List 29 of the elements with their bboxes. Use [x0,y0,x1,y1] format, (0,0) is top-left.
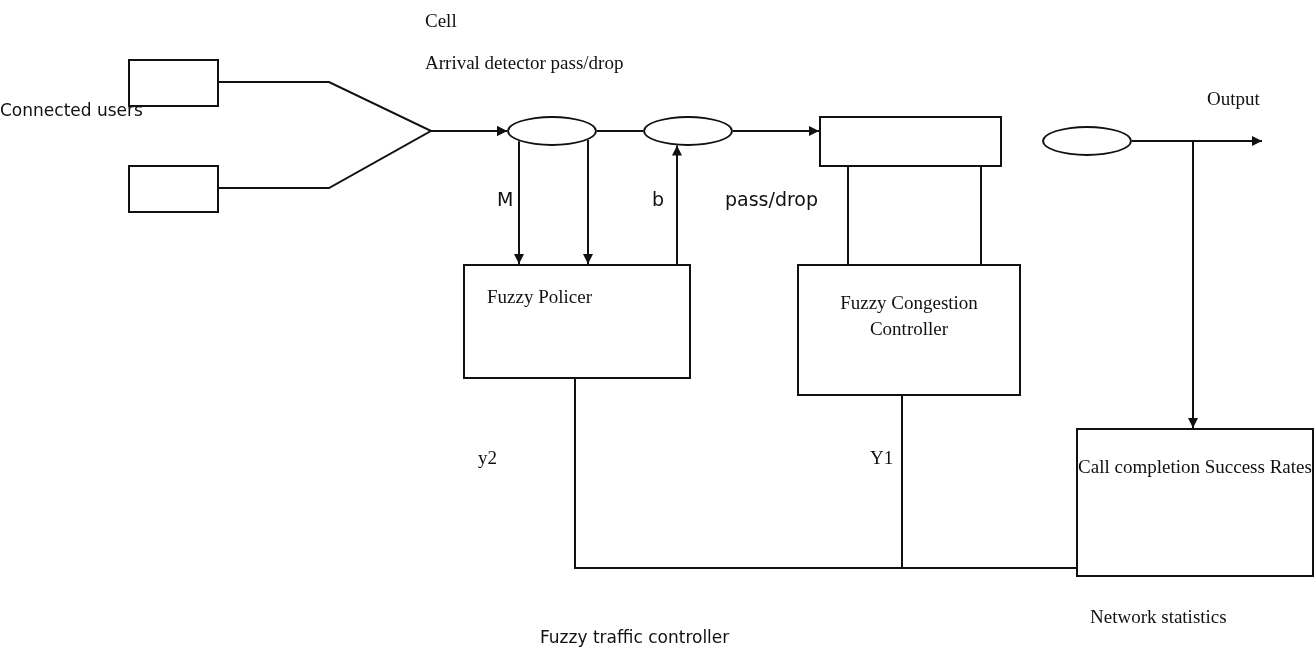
arrow [514,140,524,265]
node-label: Call completion Success Rates [1078,455,1312,479]
edge-label: Output [1207,87,1260,111]
connector-line [901,395,1077,569]
edge-label: Y1 [870,446,894,470]
edge-label: b [652,188,665,210]
user-box [128,165,219,213]
arrow [218,126,508,189]
edge-label: y2 [478,446,497,470]
caption: Arrival detector pass/drop [425,51,624,75]
user-box [128,59,219,107]
policer-box [463,264,691,379]
connector-line [847,166,849,265]
node-label: Fuzzy Policer [487,285,593,309]
queue-box [819,116,1002,167]
node-label: Fuzzy Congestion Controller [839,291,979,341]
connector-line [980,166,982,265]
edge-label: M [497,188,514,210]
arrow [732,126,820,136]
arrow [583,139,593,265]
caption: Fuzzy traffic controller [540,627,730,647]
congestion-controller-box [797,264,1021,396]
statistics-box [1076,428,1314,577]
signal-label: pass/drop [725,188,819,210]
arrow [1131,140,1198,429]
cell-label: Cell [425,9,457,33]
caption: Network statistics [1090,605,1227,629]
arrow [672,144,682,265]
connector-line [596,130,644,132]
